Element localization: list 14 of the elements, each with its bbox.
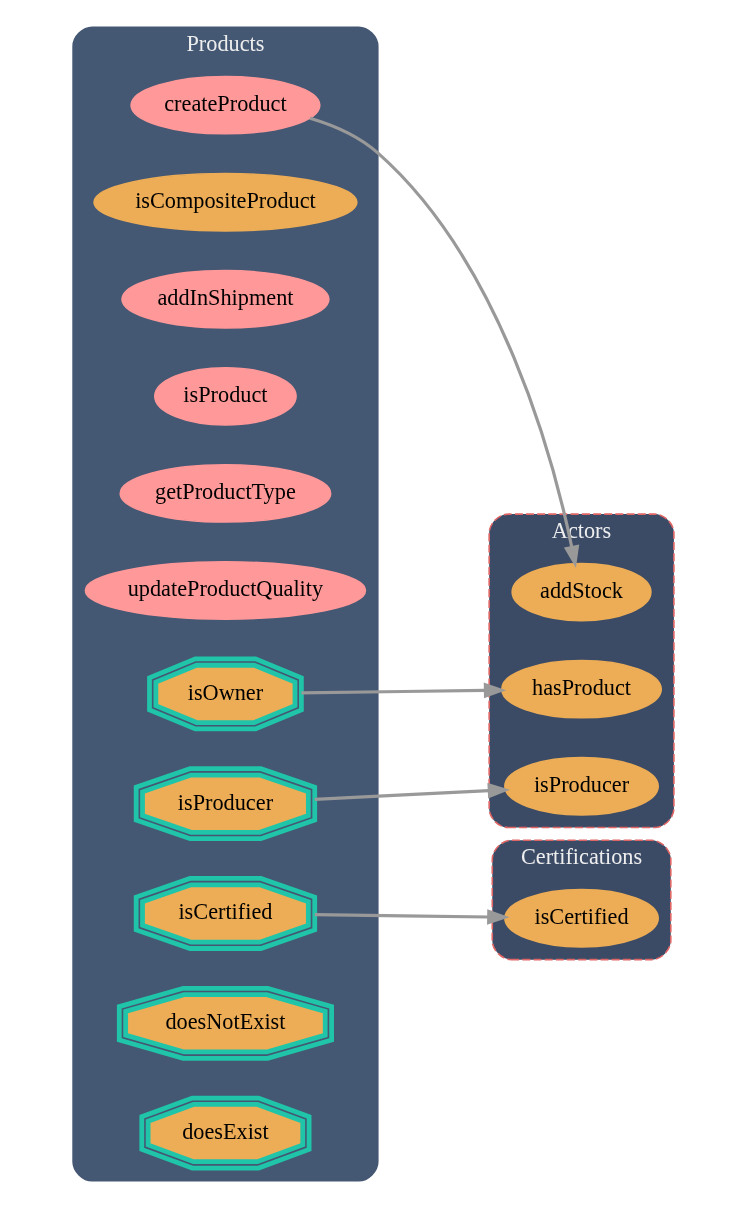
arrow <box>314 909 509 925</box>
arrow <box>300 682 506 699</box>
arrow <box>309 116 579 568</box>
node-ellipse: createProduct <box>129 75 321 135</box>
node-ellipse: getProductType <box>118 463 331 523</box>
arrow <box>314 782 510 801</box>
node-ellipse: isProduct <box>153 366 297 426</box>
node-ellipse: addInShipment <box>120 269 330 329</box>
node-ellipse: isProducer <box>503 756 659 816</box>
node-ellipse: updateProductQuality <box>84 561 366 620</box>
node-ellipse: isCompositeProduct <box>92 172 358 232</box>
node-ellipse: addStock <box>510 562 652 622</box>
node-ellipse: hasProduct <box>500 659 662 719</box>
node-ellipse: isCertified <box>503 888 659 948</box>
